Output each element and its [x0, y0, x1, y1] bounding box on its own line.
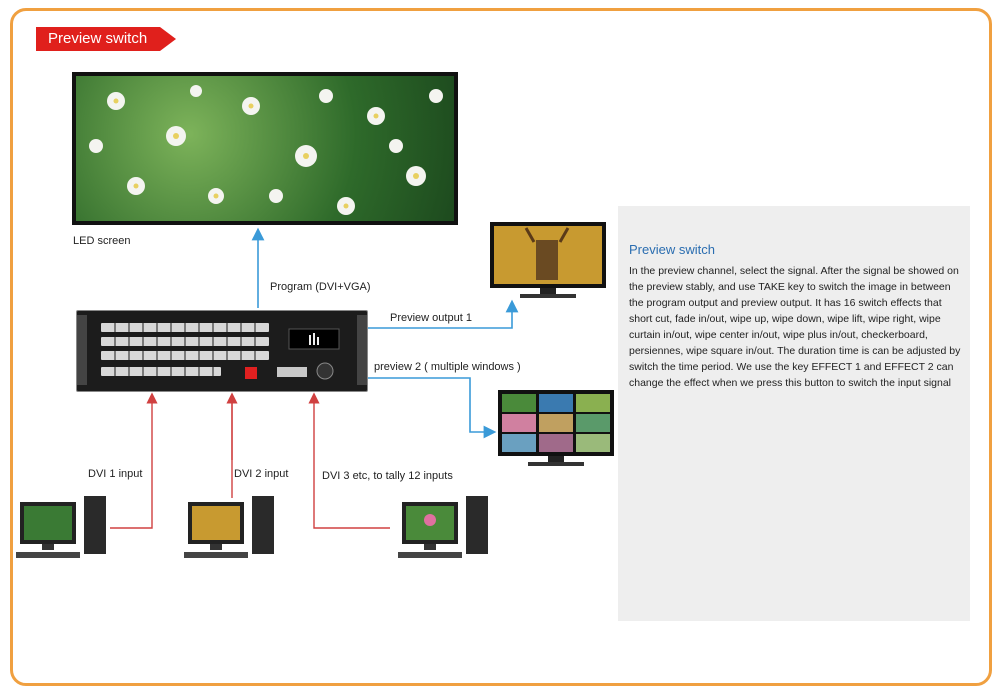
panel-title: Preview switch	[629, 242, 715, 257]
video-processor-device	[76, 310, 368, 392]
multiview-tv-icon	[498, 390, 614, 466]
page-title: Preview switch	[36, 27, 176, 51]
led-screen-label: LED screen	[73, 235, 131, 247]
program-label: Program (DVI+VGA)	[270, 281, 371, 293]
dvi1-label: DVI 1 input	[88, 468, 143, 480]
desktop-computer-icon	[16, 496, 106, 558]
flower-field-picture	[89, 85, 443, 215]
dvi3-arrow	[308, 392, 390, 529]
panel-text: In the preview channel, select the signa…	[629, 265, 961, 389]
preview-2-arrow	[368, 377, 497, 439]
preview-output-1-label: Preview output 1	[390, 312, 472, 324]
dvi3-label: DVI 3 etc, to tally 12 inputs	[322, 470, 453, 482]
preview-2-label: preview 2 ( multiple windows )	[374, 361, 521, 373]
dvi1-arrow	[110, 392, 158, 529]
device-front-panel	[77, 315, 367, 385]
preview-output-1-arrow	[368, 299, 519, 329]
tv-monitor-icon	[490, 222, 606, 298]
desktop-computer-icon	[398, 496, 488, 558]
description-panel: Preview switch In the preview channel, s…	[618, 206, 970, 621]
led-screen-image	[72, 72, 458, 225]
desktop-computer-icon	[184, 496, 274, 558]
dvi2-label: DVI 2 input	[234, 468, 289, 480]
